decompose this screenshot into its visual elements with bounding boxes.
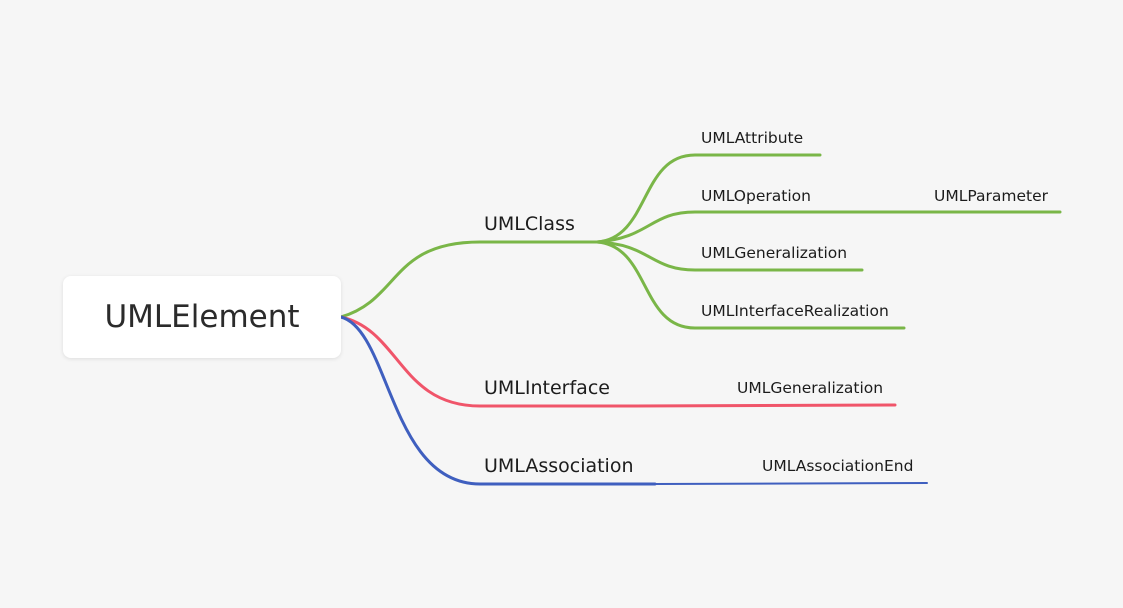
node-umlassociationend[interactable]: UMLAssociationEnd — [762, 457, 914, 475]
node-umlclass[interactable]: UMLClass — [484, 213, 575, 235]
link-umlclass-to-umlattribute — [595, 153, 822, 244]
link-umlclass-to-umloperation — [595, 210, 927, 244]
link-root-to-umlclass — [339, 240, 599, 319]
root-node[interactable]: UMLElement — [63, 276, 341, 358]
link-umlinterface-to-umlgeneralization — [628, 403, 897, 408]
node-umlassociation[interactable]: UMLAssociation — [484, 455, 634, 477]
node-umlgeneralization[interactable]: UMLGeneralization — [701, 244, 848, 262]
link-umlclass-to-umlgeneralization — [595, 240, 864, 272]
root-node-label: UMLElement — [104, 299, 300, 335]
link-root-to-umlassociation — [339, 315, 657, 486]
node-umlinterfacerealization[interactable]: UMLInterfaceRealization — [701, 302, 889, 320]
node-umlinterface[interactable]: UMLInterface — [484, 377, 610, 399]
link-umlclass-to-umlinterfacerealization — [595, 240, 906, 330]
link-umlassociation-to-umlassociationend — [654, 482, 928, 485]
node-umlinterface-generalization[interactable]: UMLGeneralization — [737, 379, 884, 397]
node-umloperation[interactable]: UMLOperation — [701, 187, 811, 205]
node-umlattribute[interactable]: UMLAttribute — [701, 129, 804, 147]
node-umlparameter[interactable]: UMLParameter — [934, 187, 1048, 205]
link-root-to-umlinterface — [339, 315, 632, 408]
